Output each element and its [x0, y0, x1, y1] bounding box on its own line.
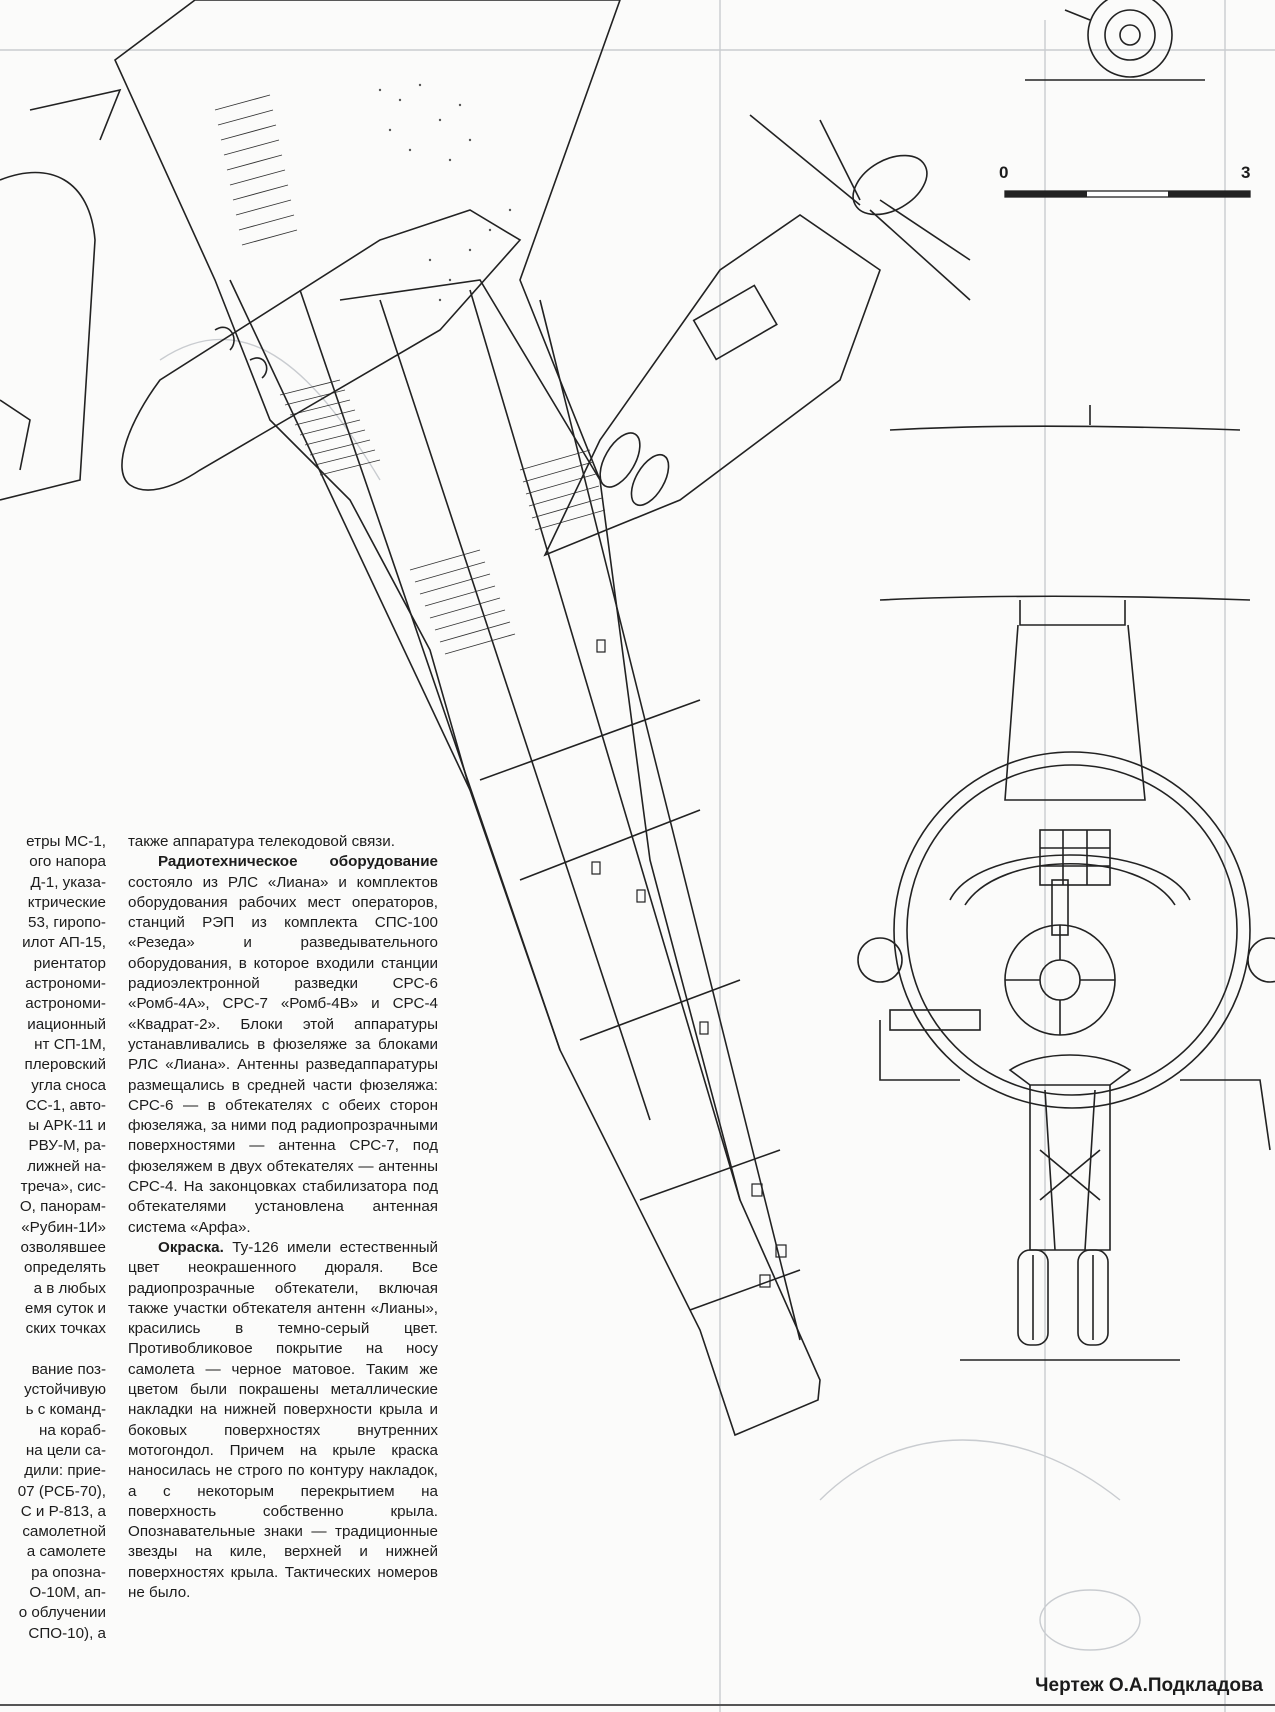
left-line: Д-1, указа- [30, 873, 106, 891]
paragraph-radio-equipment: Радиотехническое оборудование состояло и… [128, 852, 438, 1238]
left-line: нт СП-1М, [34, 1035, 106, 1053]
left-line: ого напора [29, 853, 106, 871]
left-line: самолетной [22, 1523, 106, 1541]
left-line: С и Р-813, а [20, 1502, 106, 1520]
left-line: 53, гиропо- [28, 914, 106, 932]
left-line: а самолете [26, 1543, 106, 1561]
left-line: астрономи- [25, 975, 106, 993]
paragraph-telecode: также аппаратура телекодовой связи. [128, 833, 395, 850]
engine-nacelle-outer [121, 209, 522, 491]
left-line: емя суток и [24, 1299, 106, 1317]
left-line: СПО-10), а [28, 1624, 106, 1642]
body-paint: Ту-126 имели естественный цвет неокрашен… [128, 1238, 438, 1601]
fuselage-fragment [0, 88, 122, 501]
bottom-rule [0, 1704, 1275, 1706]
left-line: дили: прие- [24, 1462, 106, 1480]
dotted-panels [378, 83, 512, 302]
hatched-panels [214, 94, 606, 655]
left-line: на цели са- [25, 1441, 106, 1459]
left-line: СС-1, авто- [25, 1096, 106, 1114]
paragraph-paint: Окраска. Ту-126 имели естественный цвет … [128, 1238, 438, 1603]
left-line: определять [24, 1259, 106, 1277]
left-line: 07 (РСБ-70), [17, 1482, 106, 1500]
middle-text-column: также аппаратура телекодовой связи. Ради… [128, 832, 438, 1603]
left-line: о облучении [18, 1604, 106, 1622]
left-line: треча», сис- [20, 1178, 106, 1196]
left-line: ра опозна- [31, 1563, 106, 1581]
left-line: озволявшее [20, 1238, 106, 1256]
left-line: астрономи- [25, 995, 106, 1013]
front-view [857, 405, 1275, 1361]
left-line: О, панорам- [19, 1198, 106, 1216]
landing-wheel-top [1025, 0, 1205, 81]
wing [114, 0, 821, 1437]
scale-start-label: 0 [999, 163, 1009, 182]
left-line: плеровский [24, 1056, 106, 1074]
scale-bar [1004, 190, 1251, 198]
left-line [0, 1339, 106, 1359]
left-line: иационный [27, 1015, 106, 1033]
left-line: етры МС-1, [26, 833, 106, 850]
left-line: РВУ-М, ра- [28, 1137, 106, 1155]
heading-paint: Окраска. [158, 1238, 224, 1256]
left-line: ь с команд- [25, 1401, 106, 1419]
left-line: риентатор [33, 954, 106, 972]
left-line: О-10М, ап- [29, 1583, 106, 1601]
left-line: ы АРК-11 и [28, 1117, 106, 1135]
left-line: а в любых [33, 1279, 106, 1297]
left-line: лижней на- [27, 1157, 106, 1175]
engine-nacelle-inner [543, 114, 971, 557]
left-line: «Рубин-1И» [21, 1218, 106, 1236]
left-line: устойчивую [24, 1381, 106, 1399]
drawing-credit: Чертеж О.А.Подкладова [1035, 1675, 1263, 1696]
heading-radio-equipment: Радиотехническое оборудование [158, 853, 438, 871]
left-line: угла сноса [31, 1076, 106, 1094]
scale-end-label: 3 [1241, 163, 1251, 182]
left-line: вание поз- [31, 1360, 106, 1378]
left-line: на кораб- [39, 1421, 106, 1439]
left-text-column: етры МС-1, ого напора Д-1, указа- ктриче… [0, 832, 106, 1644]
left-line: ктрические [27, 893, 106, 911]
body-radio-equipment: состояло из РЛС «Лиана» и комплектов обо… [128, 873, 438, 1236]
inspection-hatches [591, 639, 787, 1288]
left-line: илот АП-15, [22, 934, 106, 952]
left-line: ских точках [25, 1320, 106, 1338]
